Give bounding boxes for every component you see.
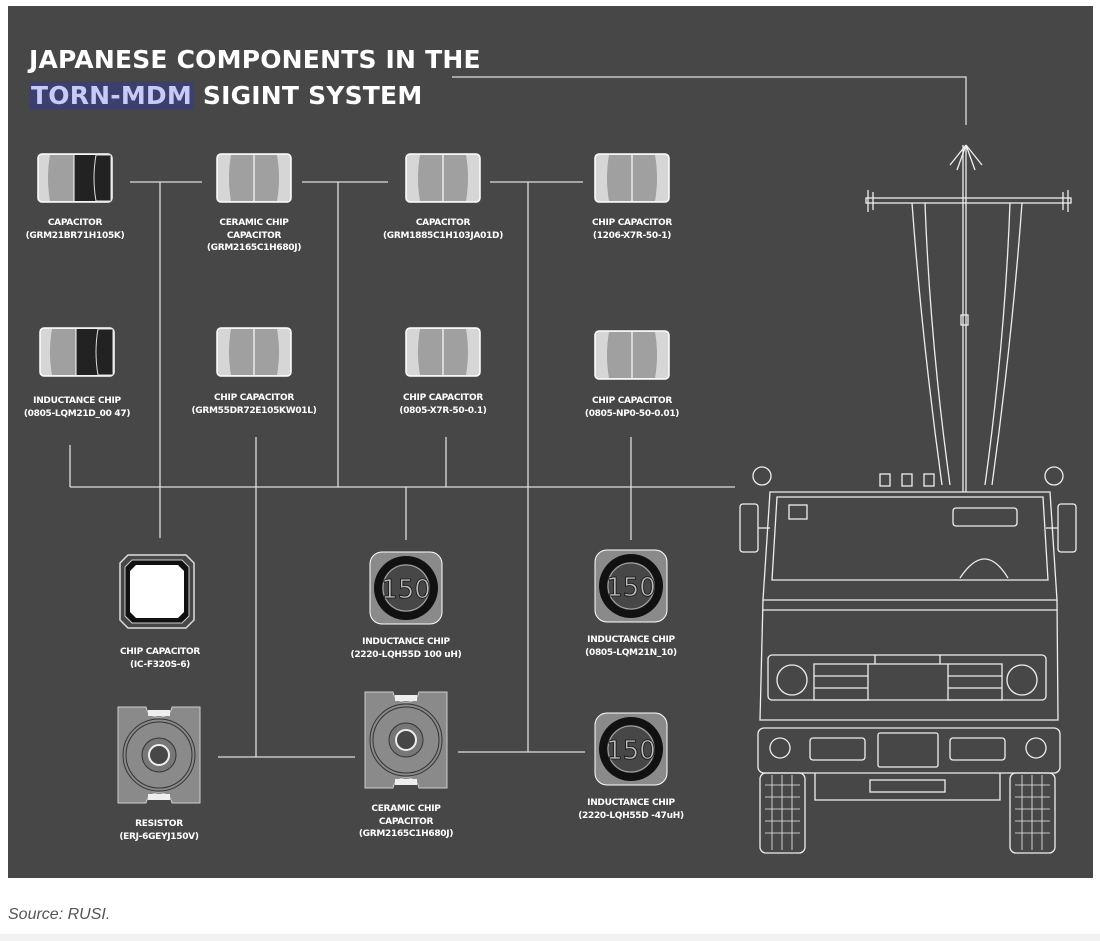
component-name: CAPACITOR bbox=[47, 218, 103, 228]
component-label: CHIP CAPACITOR (0805-NP0-50-0.01) bbox=[532, 395, 732, 420]
component-part-number: (2220-LQH55D -47uH) bbox=[578, 810, 684, 821]
component-label: CHIP CAPACITOR (0805-X7R-50-0.1) bbox=[343, 392, 543, 417]
component-part-number: (0805-X7R-50-0.1) bbox=[399, 405, 487, 416]
title-highlight: TORN-MDM bbox=[29, 81, 194, 110]
component-name: CHIP CAPACITOR bbox=[120, 647, 200, 657]
component-label: RESISTOR (ERJ-6GEYJ150V) bbox=[59, 818, 259, 843]
component-name: CHIP CAPACITOR bbox=[214, 393, 294, 403]
component-label: INDUCTANCE CHIP (0805-LQM21D_00 47) bbox=[0, 395, 177, 420]
component-name: INDUCTANCE CHIP bbox=[362, 637, 450, 647]
component-name: CAPACITOR bbox=[415, 218, 471, 228]
component-label: CHIP CAPACITOR (IC-F320S-6) bbox=[60, 646, 260, 671]
component-name: RESISTOR bbox=[135, 819, 183, 829]
chip-capacitor-icon bbox=[594, 153, 670, 203]
chip-capacitor-icon bbox=[405, 327, 481, 377]
component-label: CAPACITOR (GRM21BR71H105K) bbox=[0, 217, 175, 242]
connector-lines bbox=[69, 76, 967, 758]
title-line-2-rest: SIGINT SYSTEM bbox=[193, 81, 423, 110]
resistor-icon bbox=[117, 706, 201, 804]
inductor-marking: 150 bbox=[606, 573, 656, 603]
component-name: CERAMIC CHIP CAPACITOR bbox=[371, 804, 441, 827]
component-part-number: (0805-NP0-50-0.01) bbox=[584, 408, 680, 419]
component-name: INDUCTANCE CHIP bbox=[587, 635, 675, 645]
component-part-number: (GRM21BR71H105K) bbox=[25, 230, 125, 241]
chip-capacitor-icon bbox=[594, 330, 670, 380]
component-name: INDUCTANCE CHIP bbox=[33, 396, 121, 406]
component-part-number: (1206-X7R-50-1) bbox=[592, 230, 672, 241]
component-part-number: (GRM55DR72E105KW01L) bbox=[191, 405, 317, 416]
component-part-number: (0805-LQM21N_10) bbox=[585, 647, 677, 658]
chip-capacitor-icon bbox=[216, 327, 292, 377]
capacitor-icon bbox=[37, 153, 113, 203]
component-name: CHIP CAPACITOR bbox=[592, 218, 672, 228]
title-line-2: TORN-MDM SIGINT SYSTEM bbox=[29, 78, 481, 114]
component-part-number: (GRM2165C1H680J) bbox=[358, 829, 454, 839]
page-title: JAPANESE COMPONENTS IN THE TORN-MDM SIGI… bbox=[29, 42, 481, 114]
bottom-divider bbox=[0, 934, 1100, 941]
component-label: INDUCTANCE CHIP (2220-LQH55D 100 uH) bbox=[306, 636, 506, 661]
component-name: CHIP CAPACITOR bbox=[403, 393, 483, 403]
component-name: INDUCTANCE CHIP bbox=[587, 798, 675, 808]
truck-with-antenna-illustration bbox=[739, 144, 1077, 854]
inductor-marking: 150 bbox=[381, 575, 431, 605]
component-name: CERAMIC CHIP CAPACITOR bbox=[219, 218, 289, 241]
chip-capacitor-square-icon bbox=[119, 554, 195, 629]
component-label: CAPACITOR (GRM1885C1H103JA01D) bbox=[343, 217, 543, 242]
component-part-number: (IC-F320S-6) bbox=[130, 659, 190, 670]
inductor-marking: 150 bbox=[606, 736, 656, 766]
component-part-number: (GRM1885C1H103JA01D) bbox=[382, 230, 504, 241]
title-line-1: JAPANESE COMPONENTS IN THE bbox=[29, 45, 481, 74]
component-part-number: (0805-LQM21D_00 47) bbox=[23, 408, 131, 419]
component-part-number: (GRM2165C1H680J) bbox=[206, 243, 302, 253]
component-label: INDUCTANCE CHIP (2220-LQH55D -47uH) bbox=[531, 797, 731, 822]
inductance-chip-icon bbox=[39, 327, 115, 377]
component-name: CHIP CAPACITOR bbox=[592, 396, 672, 406]
component-label: CERAMIC CHIP CAPACITOR (GRM2165C1H680J) bbox=[204, 217, 304, 255]
ceramic-chip-capacitor-drum-icon bbox=[364, 691, 448, 789]
source-caption: Source: RUSI. bbox=[8, 906, 111, 923]
component-label: CHIP CAPACITOR (GRM55DR72E105KW01L) bbox=[154, 392, 354, 417]
component-part-number: (2220-LQH55D 100 uH) bbox=[350, 649, 462, 660]
capacitor-icon bbox=[405, 153, 481, 203]
component-part-number: (ERJ-6GEYJ150V) bbox=[119, 831, 199, 842]
component-label: CERAMIC CHIP CAPACITOR (GRM2165C1H680J) bbox=[356, 803, 456, 841]
ceramic-chip-capacitor-icon bbox=[216, 153, 292, 203]
component-label: INDUCTANCE CHIP (0805-LQM21N_10) bbox=[531, 634, 731, 659]
component-label: CHIP CAPACITOR (1206-X7R-50-1) bbox=[532, 217, 732, 242]
